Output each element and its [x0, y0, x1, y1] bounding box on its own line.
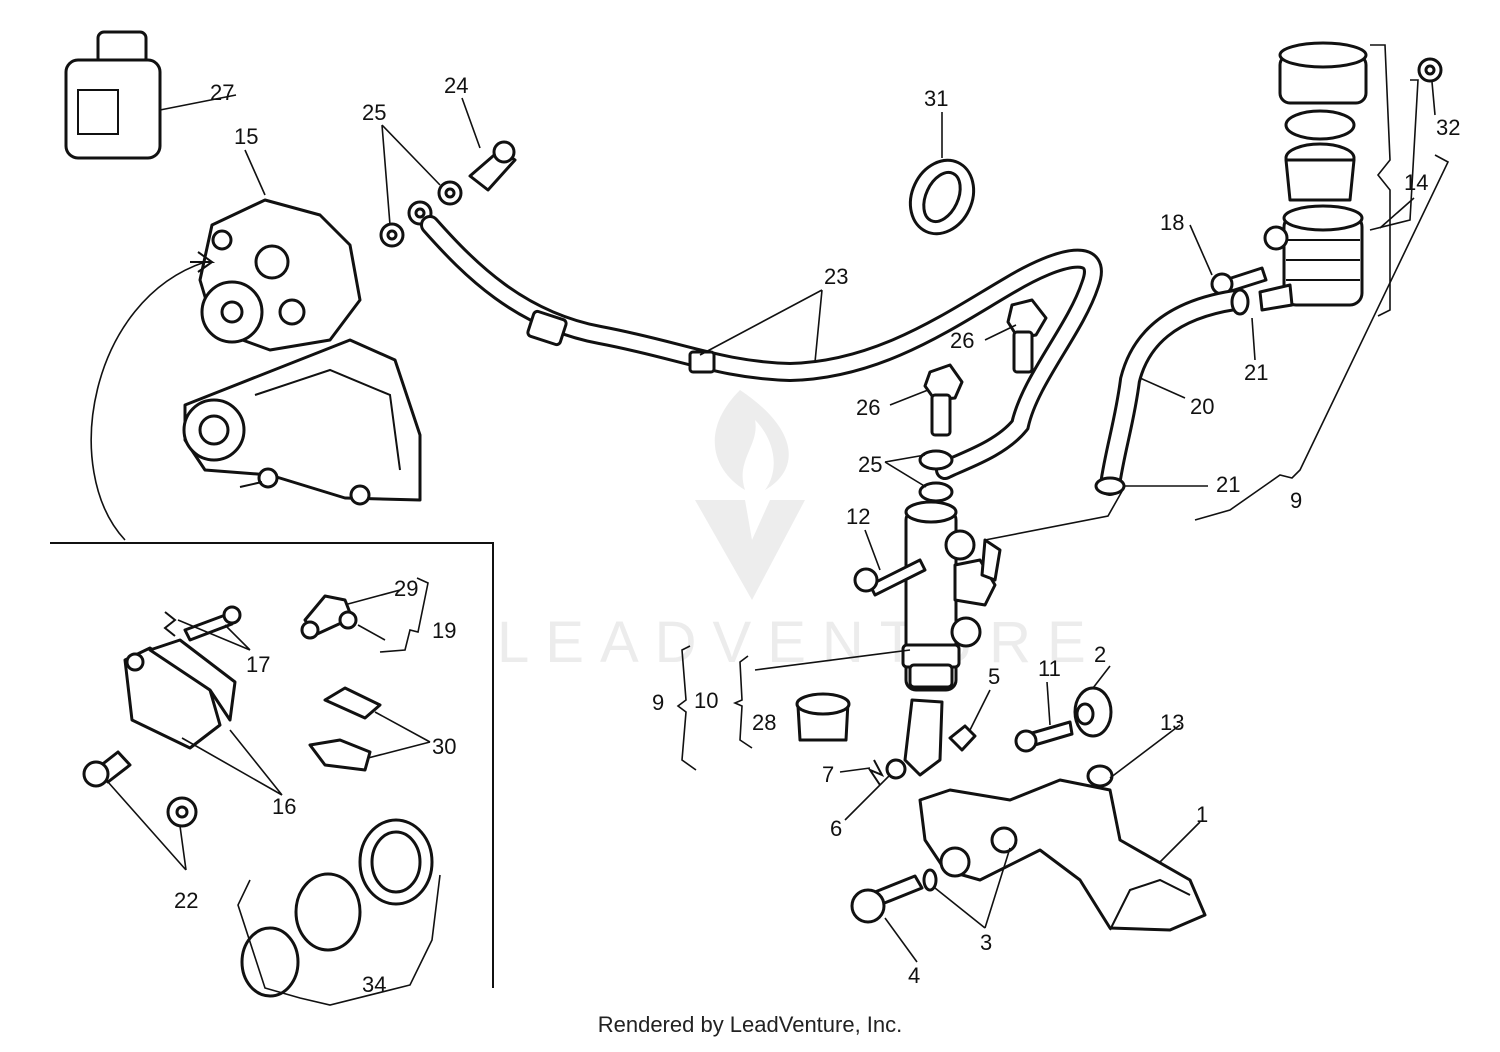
- callout-18: 18: [1160, 210, 1184, 235]
- callout-12: 12: [846, 504, 870, 529]
- piston-seal-kit-34: [240, 818, 434, 998]
- reservoir-bolt-18: [1210, 266, 1268, 296]
- reservoir-cap: [1278, 41, 1368, 105]
- caliper-bracket: [182, 338, 422, 506]
- callout-16: 16: [272, 794, 296, 819]
- pad-spring-30a: [323, 686, 382, 720]
- pushrod-bolt: [853, 558, 927, 597]
- callout-24: 24: [444, 73, 468, 98]
- pedal-washer: [922, 868, 938, 892]
- slide-pin-22: [82, 750, 132, 788]
- spring-small: [867, 759, 885, 786]
- brake-pads-16: [123, 638, 237, 750]
- callout-19: 19: [432, 618, 456, 643]
- callout-29: 29: [394, 576, 418, 601]
- pad-pin-17: [163, 605, 242, 642]
- callout-15: 15: [234, 124, 258, 149]
- callout-31: 31: [924, 86, 948, 111]
- slide-boot-22: [166, 796, 198, 828]
- callout-21-lower: 21: [1216, 472, 1240, 497]
- callout-1: 1: [1196, 802, 1208, 827]
- master-cylinder: [901, 500, 1002, 777]
- callout-34: 34: [362, 972, 386, 997]
- callout-21-upper: 21: [1244, 360, 1268, 385]
- crush-washers-upper: [379, 180, 463, 248]
- brake-fluid-bottle: [64, 30, 162, 160]
- callout-7: 7: [822, 762, 834, 787]
- cotter-pin: [948, 724, 977, 752]
- crush-washers-lower: [918, 449, 954, 503]
- callout-13: 13: [1160, 710, 1184, 735]
- render-credit: Rendered by LeadVenture, Inc.: [597, 1012, 903, 1037]
- dust-boot: [795, 692, 851, 742]
- callout-26-left: 26: [856, 395, 880, 420]
- banjo-bolt-left: [923, 363, 964, 437]
- brake-pedal: [918, 778, 1207, 932]
- callout-10: 10: [694, 688, 718, 713]
- bushing-2: [1073, 686, 1113, 738]
- callout-14: 14: [1404, 170, 1428, 195]
- pad-retainer-29: [300, 594, 358, 640]
- washer-small: [885, 758, 907, 780]
- callout-32: 32: [1436, 115, 1460, 140]
- callout-17: 17: [246, 652, 270, 677]
- callout-26-right: 26: [950, 328, 974, 353]
- callout-30: 30: [432, 734, 456, 759]
- callout-3: 3: [980, 930, 992, 955]
- pivot-bolt-11: [1014, 720, 1074, 753]
- brackets: [237, 44, 1450, 1006]
- callout-9-right: 9: [1290, 488, 1302, 513]
- reservoir-diaphragm: [1284, 109, 1356, 202]
- callout-4: 4: [908, 963, 920, 988]
- callout-9-left: 9: [652, 690, 664, 715]
- callout-numbers: 27 15 24 25 31 23 26 26 25 12 18 14 32 2…: [174, 73, 1460, 997]
- watermark-text: LEADVENTURE: [497, 610, 1102, 675]
- callout-11: 11: [1038, 656, 1061, 681]
- callout-27: 27: [210, 80, 234, 105]
- nut-32: [1417, 57, 1443, 83]
- hose-clip-21: [1094, 288, 1250, 496]
- brake-hose: [420, 215, 1103, 480]
- callout-22: 22: [174, 888, 198, 913]
- pedal-pivot-bolt: [850, 874, 924, 924]
- callout-20: 20: [1190, 394, 1214, 419]
- callout-28: 28: [752, 710, 776, 735]
- callout-6: 6: [830, 816, 842, 841]
- bleeder-screw: [468, 140, 517, 192]
- callout-25-upper: 25: [362, 100, 386, 125]
- brake-caliper: [198, 198, 362, 352]
- banjo-bolt-right: [1006, 298, 1048, 374]
- callout-5: 5: [988, 664, 1000, 689]
- callout-25-lower: 25: [858, 452, 882, 477]
- hose-clamp: [908, 158, 976, 236]
- inset-frame: [50, 542, 494, 988]
- reservoir-hose: [1099, 289, 1246, 496]
- leader-lines: [107, 81, 1436, 963]
- leadventure-watermark: LEADVENTURE: [497, 390, 1102, 675]
- reservoir-body: [1258, 204, 1364, 312]
- callout-2: 2: [1094, 642, 1106, 667]
- pad-spring-30b: [308, 738, 372, 772]
- callout-23: 23: [824, 264, 848, 289]
